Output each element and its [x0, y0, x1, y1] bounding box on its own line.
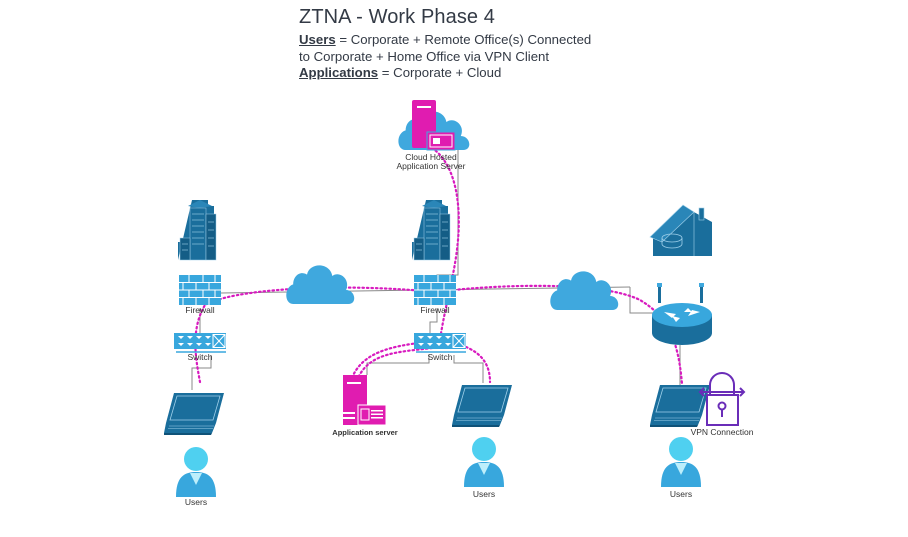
remote-users-icon [176, 447, 216, 497]
corporate-firewall-icon [413, 274, 457, 306]
corporate-switch-label: Switch [427, 352, 453, 362]
remote-users-label: Users [184, 497, 208, 507]
cloud-server-label: Cloud Hosted Application Server [397, 153, 466, 171]
users-line-2: to Corporate + Home Office via VPN Clien… [299, 48, 550, 64]
remote-firewall-icon [178, 274, 222, 306]
home-users-icon [661, 437, 701, 487]
corporate-users-label: Users [472, 489, 496, 499]
corp-switch-laptop-link [453, 355, 484, 383]
apps-heading: Applications [299, 65, 379, 80]
corp-switch-server-link [366, 355, 430, 375]
cloud-server-label-line1: Cloud Hosted [405, 152, 457, 162]
corporate-users-icon [464, 437, 504, 487]
diagram-description: Users = Corporate + Remote Office(s) Con… [299, 32, 591, 82]
vpn-lock-icon [698, 372, 746, 426]
diagram-title: ZTNA - Work Phase 4 [299, 6, 496, 28]
users-line: Users = Corporate + Remote Office(s) Con… [299, 32, 591, 49]
remote-laptop-icon [163, 392, 225, 436]
corporate-laptop-icon [451, 384, 513, 428]
remote-switch-laptop-link [191, 355, 212, 390]
cloud-server-label-line2: Application Server [396, 161, 466, 171]
home-router-icon [649, 204, 712, 256]
corporate-building-icon [411, 199, 451, 261]
remote-firewall-label: Firewall [185, 305, 215, 315]
internet-cloud-right-icon [550, 271, 619, 310]
application-server-label: Application server [332, 428, 398, 437]
application-server-icon [343, 375, 387, 426]
remote-office-building-icon [177, 199, 217, 261]
users-text: = Corporate + Remote Office(s) Connected [335, 32, 592, 47]
apps-line: Applications = Corporate + Cloud [299, 65, 591, 82]
apps-text: = Corporate + Cloud [378, 65, 502, 80]
path-cloud-server [430, 146, 460, 342]
users-heading: Users [299, 32, 336, 47]
cloud-server-icon [398, 100, 470, 151]
wireless-router-icon [652, 283, 712, 345]
path-remote-to-corp [194, 286, 438, 384]
path-corp-server-b [356, 346, 434, 380]
remote-switch-label: Switch [187, 352, 213, 362]
internet-cloud-left-icon [286, 265, 355, 304]
corporate-firewall-label: Firewall [420, 305, 450, 315]
corp-fw-switch-link [429, 308, 438, 334]
home-users-label: Users [669, 489, 693, 499]
remote-switch-icon [173, 332, 227, 353]
vpn-connection-label: VPN Connection [690, 427, 754, 437]
